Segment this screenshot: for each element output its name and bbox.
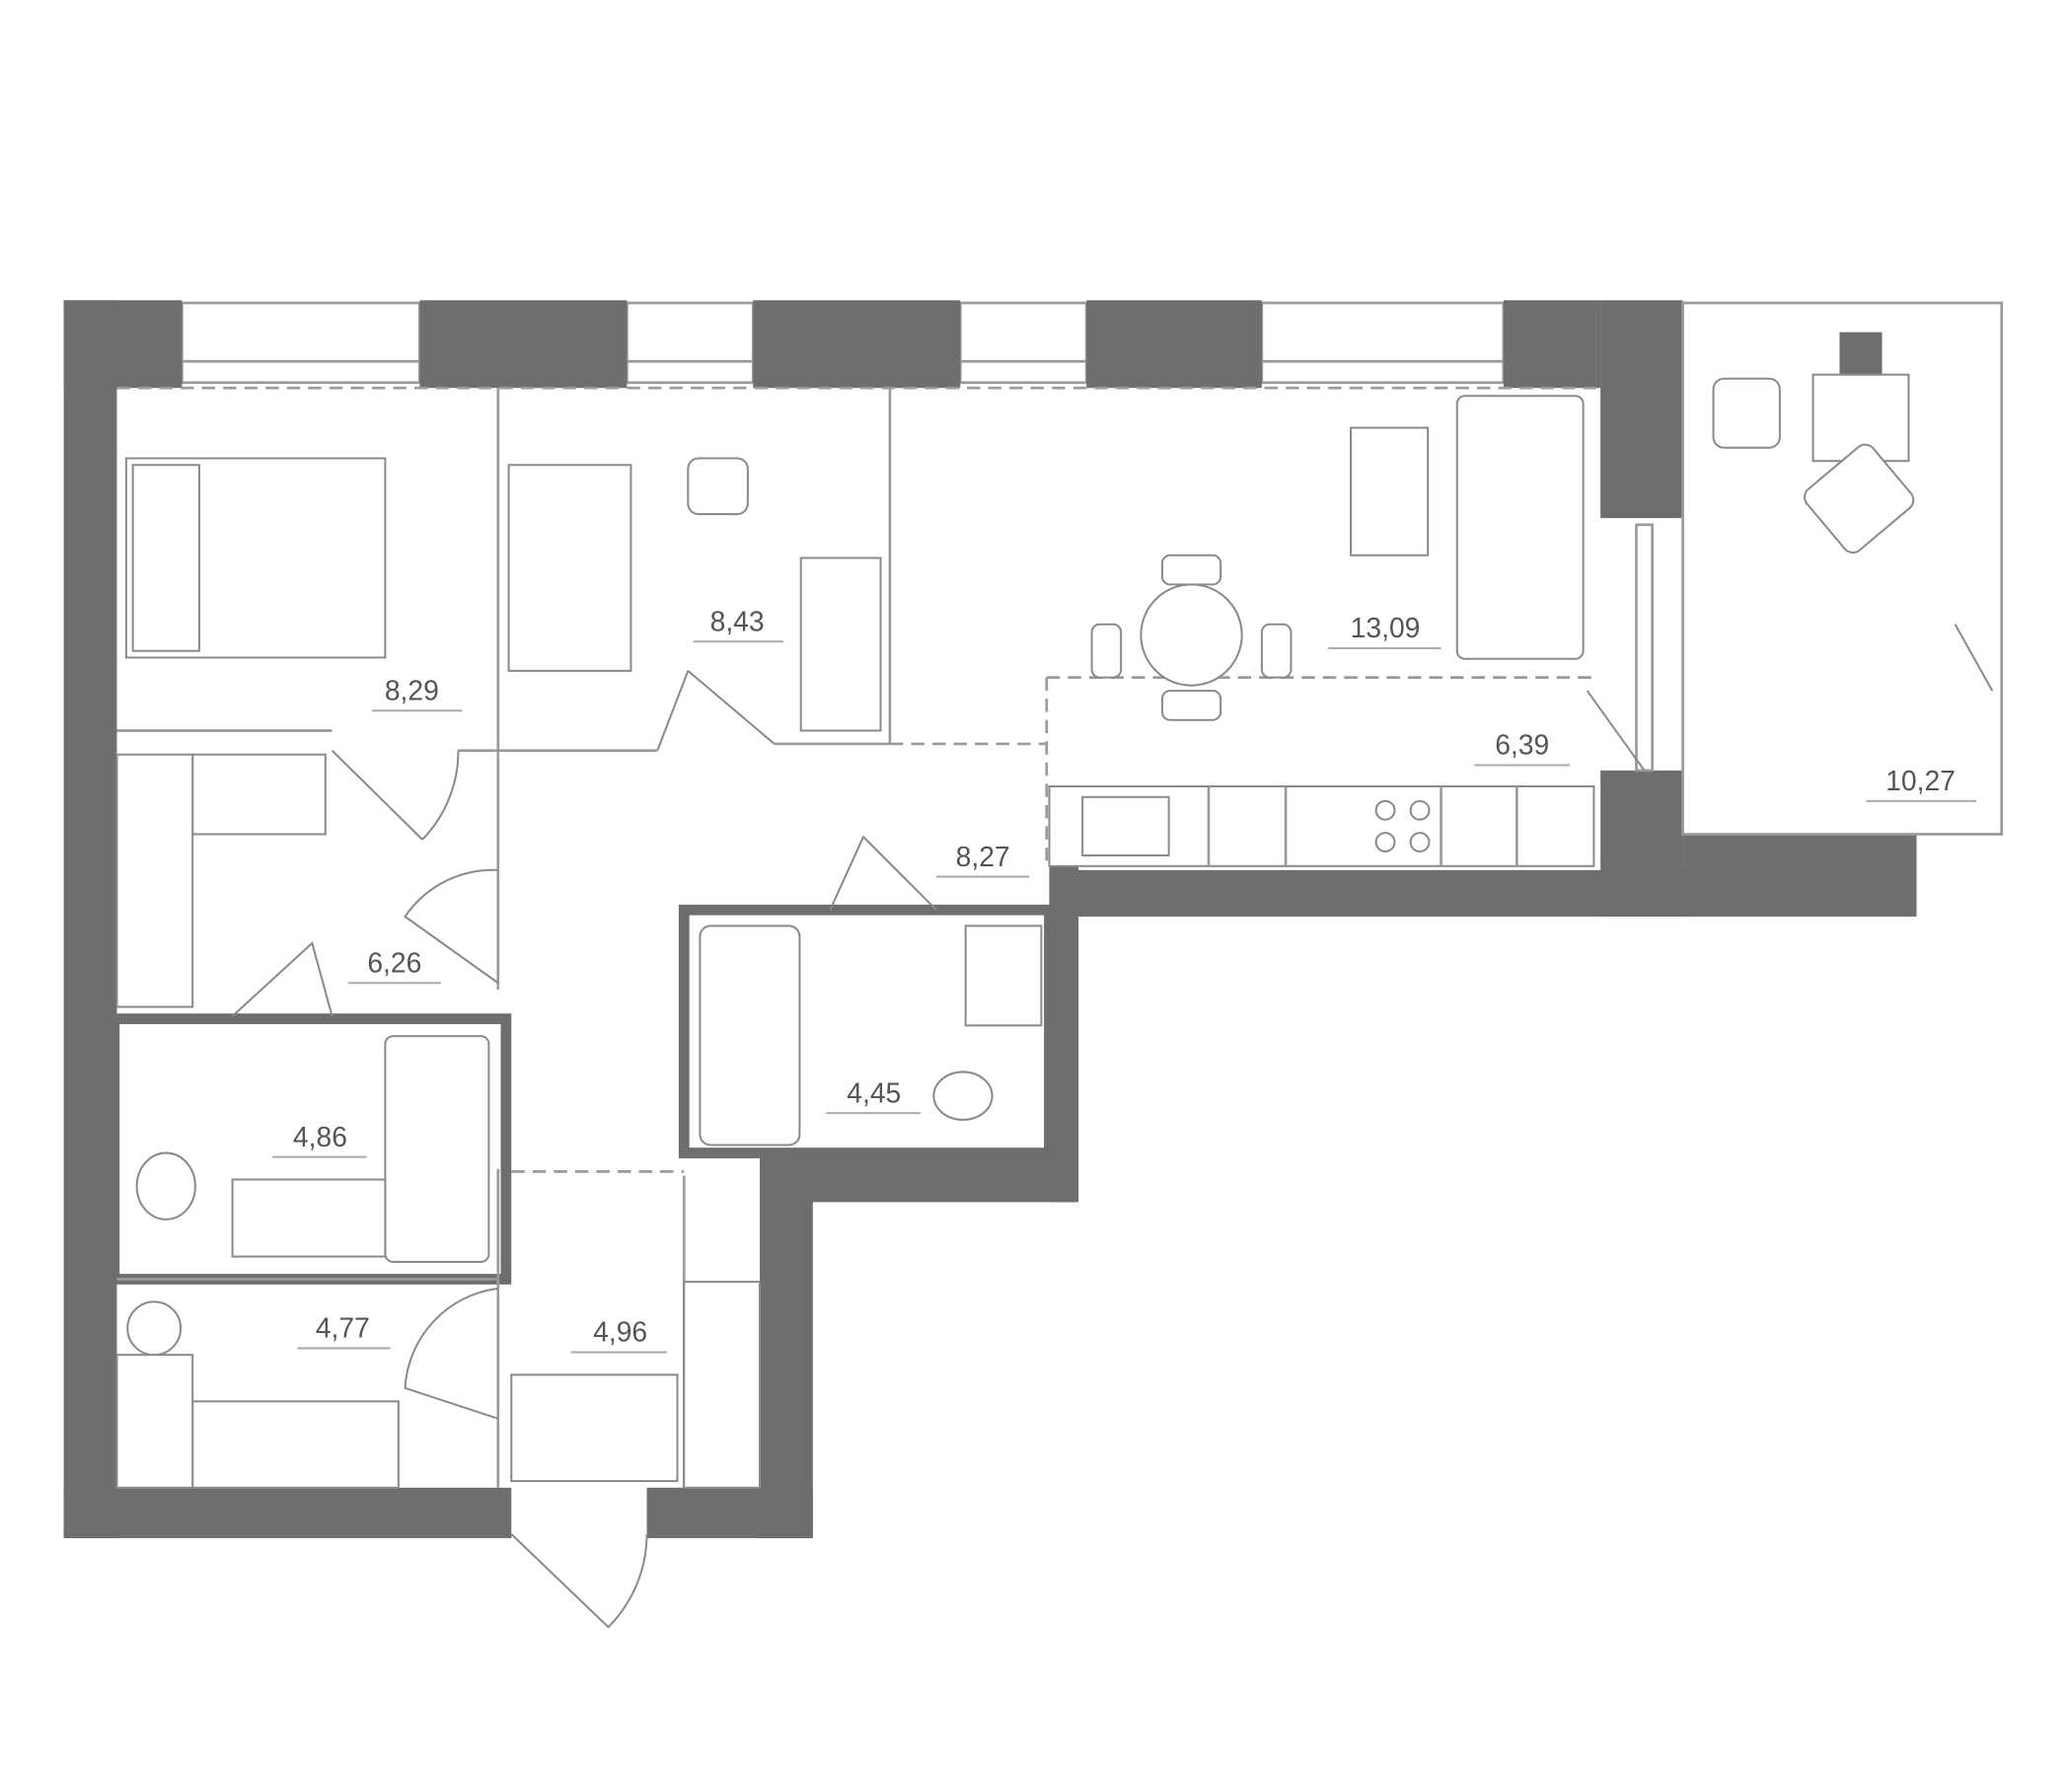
sofa-icon bbox=[1455, 395, 1585, 660]
dining-table-icon bbox=[1140, 583, 1243, 687]
wardrobe-icon bbox=[683, 1281, 762, 1489]
wardrobe-icon bbox=[191, 1400, 400, 1489]
wardrobe-icon bbox=[115, 1354, 194, 1489]
room-area-bathroom-2: 4,45 bbox=[847, 1076, 901, 1108]
area-labels: 8,29 8,43 13,09 6,39 8,27 6,26 4,86 4,45… bbox=[271, 606, 1977, 1354]
room-area-storage: 4,77 bbox=[316, 1312, 370, 1344]
partitions bbox=[116, 301, 2004, 1488]
wardrobe-icon bbox=[115, 753, 194, 1008]
doors bbox=[231, 624, 1994, 1629]
armchair-icon bbox=[1712, 377, 1781, 449]
sink-icon bbox=[1081, 795, 1170, 857]
bathtub-icon bbox=[699, 925, 801, 1147]
wardrobe-icon bbox=[191, 753, 327, 836]
room-area-hall: 8,27 bbox=[956, 841, 1010, 872]
armchair-icon bbox=[1804, 443, 1915, 555]
doormat-icon bbox=[510, 1373, 679, 1483]
walls bbox=[63, 300, 1917, 1538]
desk-chair-icon bbox=[687, 457, 749, 516]
furniture bbox=[115, 373, 1915, 1489]
room-area-bedroom: 8,29 bbox=[385, 675, 439, 706]
room-area-kids-room: 8,43 bbox=[710, 606, 765, 637]
room-area-living-room: 13,09 bbox=[1351, 612, 1421, 643]
sink-icon bbox=[964, 925, 1043, 1027]
room-area-bathroom-1: 4,86 bbox=[293, 1121, 347, 1152]
sink-icon bbox=[231, 1178, 387, 1258]
tv-stand-icon bbox=[1350, 426, 1430, 556]
room-area-wardrobe: 6,26 bbox=[367, 946, 421, 978]
wardrobe-icon bbox=[799, 556, 882, 732]
toilet-icon bbox=[135, 1151, 196, 1221]
toilet-icon bbox=[932, 1071, 994, 1121]
room-area-balcony: 10,27 bbox=[1886, 765, 1956, 796]
bathtub-icon bbox=[384, 1035, 490, 1263]
stove-icon bbox=[1374, 799, 1431, 852]
room-area-kitchen: 6,39 bbox=[1495, 729, 1549, 761]
bed-icon bbox=[507, 464, 632, 672]
washing-machine-icon bbox=[126, 1300, 183, 1357]
room-area-entrance: 4,96 bbox=[593, 1316, 647, 1348]
